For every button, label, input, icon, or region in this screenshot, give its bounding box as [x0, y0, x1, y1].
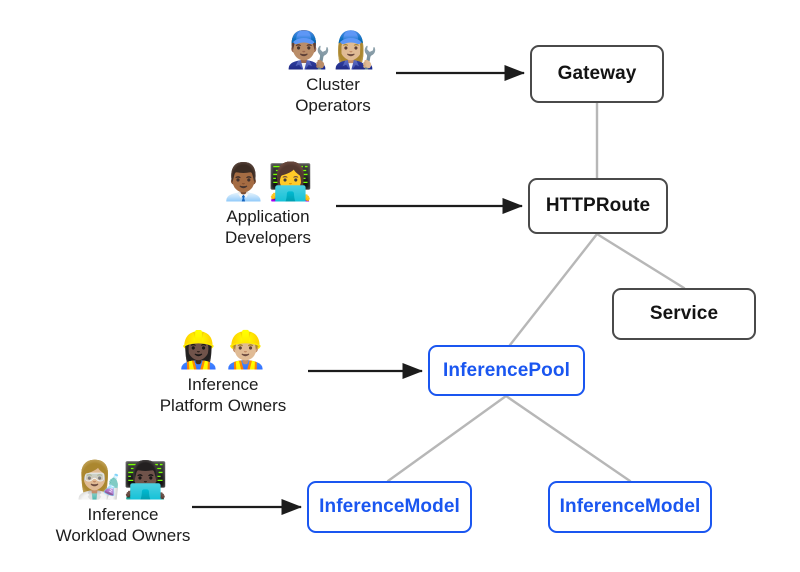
persona-arrow-lines: [192, 64, 526, 516]
woman-scientist-icon: 👩🏼‍🔬👨🏿‍💻: [76, 460, 170, 501]
persona-label-line2-application-developers: Developers: [225, 228, 311, 247]
node-label-inferencemodel-right: InferenceModel: [559, 496, 701, 517]
node-inferencemodel-right[interactable]: InferenceModel: [548, 481, 712, 533]
persona-label-line1-inference-workload-owners: Inference: [87, 505, 159, 524]
node-label-httproute: HTTPRoute: [545, 195, 651, 216]
connector-inferencepool-to-inferencemodel-left: [386, 394, 508, 483]
connector-inferencepool-to-inferencemodel-right: [504, 394, 632, 483]
node-gateway[interactable]: Gateway: [530, 45, 664, 103]
woman-construction-worker-icon: 👷🏿‍♀️👷🏼‍♂️: [176, 330, 270, 371]
node-httproute[interactable]: HTTPRoute: [528, 178, 668, 234]
node-inferencepool[interactable]: InferencePool: [428, 345, 585, 396]
node-label-inferencemodel-left: InferenceModel: [319, 496, 460, 517]
persona-label-line1-cluster-operators: Cluster: [306, 75, 360, 94]
persona-label-line2-inference-workload-owners: Workload Owners: [55, 526, 191, 545]
persona-label-line2-cluster-operators: Operators: [295, 96, 371, 115]
persona-label-line1-inference-platform-owners: Inference: [187, 375, 259, 394]
connector-httproute-to-inferencepool: [508, 232, 599, 347]
persona-label-line2-inference-platform-owners: Platform Owners: [159, 396, 287, 415]
man-mechanic-icon: 👨🏽‍🔧👩🏼‍🔧: [286, 30, 380, 71]
node-inferencemodel-left[interactable]: InferenceModel: [307, 481, 472, 533]
node-label-service: Service: [649, 303, 719, 324]
man-office-worker-icon: 👨🏾‍💼👩‍💻: [221, 162, 315, 203]
node-service[interactable]: Service: [612, 288, 756, 340]
persona-label-line1-application-developers: Application: [226, 207, 310, 226]
node-label-inferencepool: InferencePool: [443, 359, 570, 381]
node-label-gateway: Gateway: [557, 63, 637, 84]
connector-httproute-to-service: [595, 232, 686, 290]
